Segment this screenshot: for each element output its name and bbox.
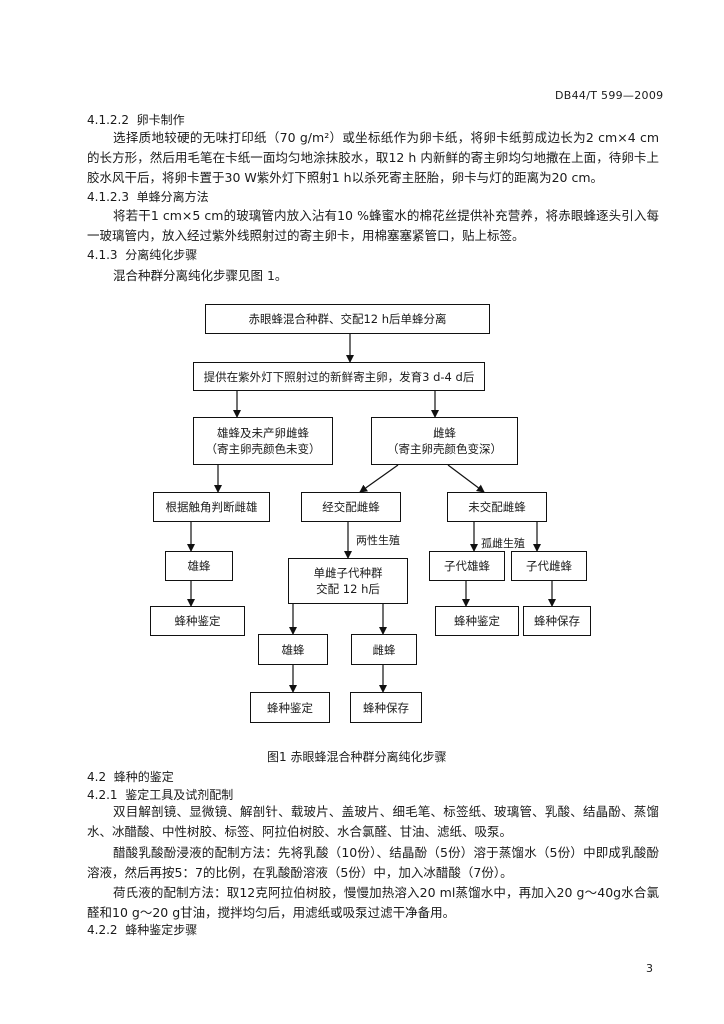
flow-box-single-female-progeny: 单雌子代种群 交配 12 h后 bbox=[288, 558, 408, 604]
flow-box-subtext: （寄主卵壳颜色变深） bbox=[387, 442, 502, 456]
flow-box-females: 雌蜂 （寄主卵壳颜色变深） bbox=[371, 417, 518, 465]
flow-box-text: 雄蜂 bbox=[281, 642, 305, 657]
section-4-1-2-3: 4.1.2.3 单蜂分离方法 bbox=[87, 189, 209, 205]
paragraph-egg-card: 选择质地较硬的无味打印纸（70 g/m²）或坐标纸作为卵卡纸，将卵卡纸剪成边长为… bbox=[87, 130, 659, 185]
section-number: 4.2.2 bbox=[87, 923, 118, 937]
flow-box-text: 赤眼蜂混合种群、交配12 h后单蜂分离 bbox=[248, 312, 447, 326]
flow-box-progeny-males: 子代雄蜂 bbox=[429, 551, 505, 581]
section-4-1-2-2: 4.1.2.2 卵卡制作 bbox=[87, 112, 185, 128]
paragraph-hoyer: 荷氏液的配制方法：取12克阿拉伯树胶，慢慢加热溶入20 ml蒸馏水中，再加入20… bbox=[87, 885, 659, 920]
section-title: 卵卡制作 bbox=[136, 113, 185, 127]
edge-label-parthenogenesis: 孤雌生殖 bbox=[481, 537, 525, 550]
flow-box-text: 经交配雌蜂 bbox=[322, 500, 380, 514]
flow-box-text: 雄蜂 bbox=[187, 559, 211, 573]
section-number: 4.1.3 bbox=[87, 248, 118, 262]
section-title: 蜂种鉴定步骤 bbox=[125, 923, 198, 937]
section-number: 4.2.1 bbox=[87, 788, 118, 802]
flow-box-text: 子代雄蜂 bbox=[444, 559, 490, 573]
section-4-2: 4.2 蜂种的鉴定 bbox=[87, 769, 174, 785]
flow-box-text: 单雌子代种群 bbox=[313, 566, 383, 580]
flow-box-identification-2: 蜂种鉴定 bbox=[435, 606, 519, 636]
flow-box-text: 提供在紫外灯下照射过的新鲜寄主卵，发育3 d-4 d后 bbox=[203, 369, 475, 384]
arrow-b4-b7 bbox=[447, 464, 485, 493]
flow-box-identification-1: 蜂种鉴定 bbox=[150, 606, 245, 636]
paragraph-single-separation: 将若干1 cm×5 cm的玻璃管内放入沾有10 %蜂蜜水的棉花丝提供补充营养，将… bbox=[87, 208, 659, 243]
flow-box-identification-3: 蜂种鉴定 bbox=[250, 692, 330, 723]
flow-box-host-eggs: 提供在紫外灯下照射过的新鲜寄主卵，发育3 d-4 d后 bbox=[193, 362, 485, 391]
arrow-b4-b6 bbox=[359, 464, 399, 493]
section-title: 单蜂分离方法 bbox=[136, 190, 209, 204]
section-number: 4.1.2.2 bbox=[87, 113, 129, 127]
section-4-1-3: 4.1.3 分离纯化步骤 bbox=[87, 247, 197, 263]
flow-box-antenna-sexing: 根据触角判断雌雄 bbox=[153, 492, 270, 522]
section-4-2-2: 4.2.2 蜂种鉴定步骤 bbox=[87, 922, 197, 938]
figure-caption: 图1 赤眼蜂混合种群分离纯化步骤 bbox=[267, 750, 447, 764]
flow-box-males: 雄蜂 bbox=[165, 551, 233, 581]
flow-box-subtext: （寄主卵壳颜色未变） bbox=[205, 442, 321, 456]
flow-box-preservation-1: 蜂种保存 bbox=[523, 606, 591, 636]
flow-box-preservation-2: 蜂种保存 bbox=[350, 692, 422, 723]
flow-box-text: 蜂种鉴定 bbox=[174, 614, 221, 628]
flow-box-text: 未交配雌蜂 bbox=[468, 500, 526, 514]
section-number: 4.2 bbox=[87, 770, 107, 784]
flow-box-text: 雌蜂 bbox=[372, 642, 396, 657]
flow-box-progeny-females: 子代雌蜂 bbox=[511, 551, 587, 581]
section-title: 蜂种的鉴定 bbox=[113, 770, 174, 784]
paragraph-lactophenol: 醋酸乳酸酚浸液的配制方法：先将乳酸（10份）、结晶酚（5份）溶于蒸馏水（5份）中… bbox=[87, 845, 659, 880]
flow-box-text: 蜂种鉴定 bbox=[267, 700, 313, 715]
section-title: 鉴定工具及试剂配制 bbox=[125, 788, 234, 802]
section-title: 分离纯化步骤 bbox=[125, 248, 198, 262]
flow-box-text: 蜂种保存 bbox=[534, 614, 580, 628]
flow-box-text: 根据触角判断雌雄 bbox=[165, 500, 258, 514]
section-4-2-1: 4.2.1 鉴定工具及试剂配制 bbox=[87, 787, 233, 803]
flow-box-unmated-females: 未交配雌蜂 bbox=[447, 492, 547, 522]
flow-box-males-2: 雄蜂 bbox=[258, 634, 328, 665]
flow-box-females-2: 雌蜂 bbox=[351, 634, 417, 665]
page-number: 3 bbox=[646, 962, 653, 975]
edge-label-sexual-reproduction: 两性生殖 bbox=[356, 534, 400, 547]
flow-box-text: 雄蜂及未产卵雌蜂 bbox=[217, 426, 309, 440]
flow-box-text: 子代雌蜂 bbox=[526, 559, 572, 573]
flow-box-males-unmated: 雄蜂及未产卵雌蜂 （寄主卵壳颜色未变） bbox=[193, 417, 333, 465]
flow-box-text: 蜂种保存 bbox=[363, 700, 409, 715]
flow-box-mated-females: 经交配雌蜂 bbox=[301, 492, 401, 522]
paragraph-tools: 双目解剖镜、显微镜、解剖针、载玻片、盖玻片、细毛笔、标签纸、玻璃管、乳酸、结晶酚… bbox=[87, 804, 659, 839]
document-code: DB44/T 599—2009 bbox=[555, 89, 664, 102]
flow-box-text: 蜂种鉴定 bbox=[454, 614, 500, 628]
flow-box-text: 雌蜂 bbox=[433, 426, 456, 440]
flow-box-subtext: 交配 12 h后 bbox=[316, 582, 380, 596]
flow-box-mixed-population: 赤眼蜂混合种群、交配12 h后单蜂分离 bbox=[205, 304, 490, 334]
section-number: 4.1.2.3 bbox=[87, 190, 129, 204]
paragraph-figure-reference: 混合种群分离纯化步骤见图 1。 bbox=[113, 268, 288, 283]
